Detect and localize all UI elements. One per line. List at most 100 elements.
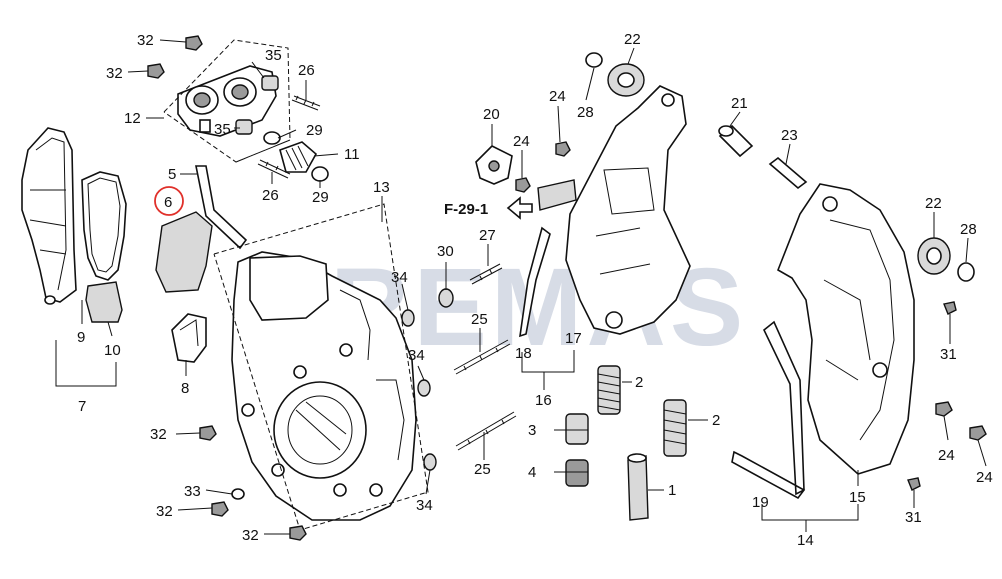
callout-12: 12 (124, 110, 141, 127)
callout-26-b: 26 (262, 187, 279, 204)
callout-14: 14 (797, 532, 814, 549)
callout-27: 27 (479, 227, 496, 244)
callout-2-b: 2 (712, 412, 720, 429)
callout-30: 30 (437, 243, 454, 260)
callout-2-a: 2 (635, 374, 643, 391)
joint-part-11 (279, 141, 318, 173)
washer-28-upper (585, 52, 603, 68)
cable-part-18 (519, 226, 551, 338)
pin-part-21 (718, 124, 754, 158)
callout-33: 33 (184, 483, 201, 500)
callout-3: 3 (528, 422, 536, 439)
bolt-24-right-upper (935, 401, 953, 417)
callout-4: 4 (528, 464, 536, 481)
callout-10: 10 (104, 342, 121, 359)
o-ring-29-lower (311, 166, 329, 182)
callout-22-a: 22 (624, 31, 641, 48)
callout-29-b: 29 (312, 189, 329, 206)
washer-33 (231, 488, 245, 500)
callout-17: 17 (565, 330, 582, 347)
bolt-32-left (199, 425, 217, 441)
callout-20: 20 (483, 106, 500, 123)
housing-part-15 (777, 183, 915, 475)
collar-34-middle (417, 379, 431, 397)
bolt-24-center (515, 177, 531, 193)
insulator-part-10 (85, 281, 123, 323)
main-case-part-13 (231, 251, 417, 521)
pulley-22-upper (607, 63, 645, 97)
callout-15: 15 (849, 489, 866, 506)
spring-2-left (597, 365, 621, 415)
screw-31-lower (907, 477, 921, 491)
callout-8: 8 (181, 380, 189, 397)
callout-1: 1 (668, 482, 676, 499)
callout-13: 13 (373, 179, 390, 196)
callout-34-b: 34 (408, 347, 425, 364)
o-ring-29-upper (263, 131, 281, 145)
collar-part-30 (438, 288, 454, 308)
callout-32-a: 32 (137, 32, 154, 49)
collar-34-lower (423, 453, 437, 471)
callout-6: 6 (164, 194, 172, 211)
pad-part-6 (155, 211, 213, 293)
callout-9: 9 (77, 329, 85, 346)
stud-25-lower (455, 411, 517, 451)
callout-26-a: 26 (298, 62, 315, 79)
pulley-22-right (917, 237, 951, 275)
collar-34-upper (401, 309, 415, 327)
callout-24-c: 24 (938, 447, 955, 464)
callout-29-a: 29 (306, 122, 323, 139)
callout-5: 5 (168, 166, 176, 183)
callout-labels: 32 32 12 35 35 26 29 11 26 29 5 6 13 9 1… (77, 31, 993, 549)
leader-lines (55, 39, 987, 535)
callout-32-b: 32 (106, 65, 123, 82)
group-outline-12 (163, 39, 291, 163)
bolt-24-upper (555, 141, 571, 157)
washer-28-right (957, 262, 975, 282)
callout-21: 21 (731, 95, 748, 112)
screw-31-upper (943, 301, 957, 315)
callout-31-b: 31 (905, 509, 922, 526)
pin-part-1 (627, 453, 649, 521)
head-assembly-part-12 (177, 65, 277, 137)
bolt-32-bottom (289, 525, 307, 541)
callout-22-b: 22 (925, 195, 942, 212)
callout-28-b: 28 (960, 221, 977, 238)
callout-24-a: 24 (513, 133, 530, 150)
callout-18: 18 (515, 345, 532, 362)
callout-35-b: 35 (214, 121, 231, 138)
reference-label: F-29-1 (444, 201, 488, 218)
reference-arrow (506, 196, 533, 220)
callout-11: 11 (344, 146, 360, 163)
bolt-24-right-lower (969, 425, 987, 441)
callout-28-a: 28 (577, 104, 594, 121)
damper-part-4 (565, 459, 589, 487)
stud-26-lower (257, 159, 291, 179)
sleeve-35-upper (261, 75, 279, 91)
callout-35-a: 35 (265, 47, 282, 64)
highlight-circle (154, 186, 184, 216)
callout-32-c: 32 (150, 426, 167, 443)
spring-2-right (663, 399, 687, 457)
small-bracket (537, 179, 577, 211)
clip-part-8 (171, 313, 207, 363)
callout-24-b: 24 (549, 88, 566, 105)
stud-25-upper (453, 339, 511, 375)
callout-25-b: 25 (474, 461, 491, 478)
callout-32-d: 32 (156, 503, 173, 520)
gasket-part (81, 171, 127, 281)
callout-24-d: 24 (976, 469, 993, 486)
group-outline-13 (213, 203, 429, 531)
sleeve-35-lower (235, 119, 253, 135)
callout-7: 7 (78, 398, 86, 415)
stud-27 (469, 263, 503, 285)
nut-32-upper-left (147, 63, 165, 79)
bolt-32-top (185, 35, 203, 51)
callout-32-e: 32 (242, 527, 259, 544)
bolt-32-lower-left (211, 501, 229, 517)
damper-part-3 (565, 413, 589, 445)
rod-part-23 (768, 156, 808, 190)
callout-34-a: 34 (391, 269, 408, 286)
callout-23: 23 (781, 127, 798, 144)
